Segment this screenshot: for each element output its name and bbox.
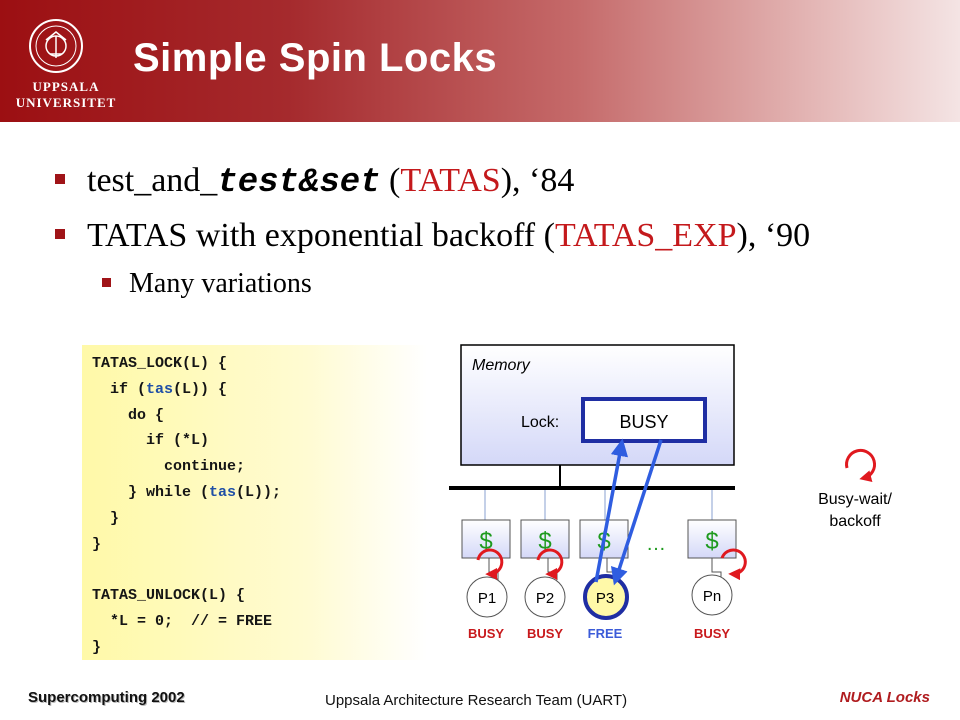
tas-arrow-up xyxy=(594,438,629,583)
bullet-variations-text: Many variations xyxy=(129,268,312,299)
bullet-tatas-text: test_and_ xyxy=(87,162,218,199)
bus-connectors xyxy=(484,490,713,520)
spin-loop-icon xyxy=(536,548,564,580)
bullet-tatas-exp-acronym: TATAS_EXP xyxy=(554,217,737,254)
cache-p1: $ xyxy=(461,519,511,559)
processor-label: P1 xyxy=(478,590,496,607)
spin-loop-icon xyxy=(720,548,747,581)
legend-busy-wait: Busy-wait/ backoff xyxy=(818,449,892,530)
processor-pn: Pn xyxy=(691,574,733,616)
code-line: } xyxy=(92,535,102,553)
legend-label-line1: Busy-wait/ xyxy=(818,491,892,508)
code-line: TATAS_LOCK(L) { xyxy=(92,355,228,372)
code-listing: TATAS_LOCK(L) { if (tas(L)) { do { if (*… xyxy=(82,345,427,660)
code-line: if (*L) xyxy=(92,432,210,450)
bullet-variations: Many variations xyxy=(102,268,312,300)
bullet-tatas-exp-text: TATAS with exponential backoff ( xyxy=(87,217,555,254)
bullet-square-icon xyxy=(55,229,65,240)
busy-wait-loop-icon xyxy=(845,449,877,483)
bullet-square-icon xyxy=(55,174,65,185)
bullet-tatas-code: test&set xyxy=(217,164,381,202)
bullet-tatas-acronym: TATAS xyxy=(400,162,501,199)
cache-symbol: $ xyxy=(538,528,551,555)
processor-p3: P3 xyxy=(583,574,629,620)
code-line: TATAS_UNLOCK(L) { xyxy=(92,587,246,605)
bullet-tatas: test_and_test&set (TATAS), ‘84 xyxy=(55,162,574,202)
cache-symbol: $ xyxy=(705,528,718,555)
spin-loop-icon xyxy=(476,548,504,580)
logo-line1: UPPSALA xyxy=(32,79,100,94)
legend-label-line2: backoff xyxy=(829,513,881,530)
title-bar: UPPSALA UNIVERSITET Simple Spin Locks xyxy=(0,0,960,122)
spin-arrows xyxy=(476,548,747,581)
code-line: continue; xyxy=(92,458,246,476)
code-text: TATAS_LOCK(L) { if (tas(L)) { do { if (*… xyxy=(92,351,281,661)
footer-team: Uppsala Architecture Research Team (UART… xyxy=(325,692,628,709)
processor-label: P2 xyxy=(536,590,554,607)
footer-conference: Supercomputing 2002 xyxy=(28,689,185,706)
tas-arrow-down xyxy=(610,439,663,586)
processor-state-p1: BUSY xyxy=(468,626,504,641)
ellipsis: … xyxy=(646,533,666,555)
code-line: do { xyxy=(92,406,165,424)
processor-p2: P2 xyxy=(524,576,566,618)
bullet-tatas-exp-year: ), ‘90 xyxy=(736,217,811,254)
cache-symbol: $ xyxy=(479,528,492,555)
bullet-square-icon xyxy=(102,278,111,288)
logo-line2: UNIVERSITET xyxy=(15,95,117,110)
code-line: if (tas(L)) { xyxy=(92,380,228,398)
university-seal-icon xyxy=(29,19,83,73)
processor-state-p3: FREE xyxy=(588,626,623,641)
bullet-tatas-exp: TATAS with exponential backoff (TATAS_EX… xyxy=(55,217,810,255)
code-line: } xyxy=(92,509,120,527)
bullet-tatas-open: ( xyxy=(380,162,401,199)
code-line: } while (tas(L)); xyxy=(92,483,282,501)
footer-topic: NUCA Locks xyxy=(839,689,930,706)
slide-title: Simple Spin Locks xyxy=(133,36,498,80)
lock-value: BUSY xyxy=(619,412,668,432)
processor-state-pn: BUSY xyxy=(694,626,730,641)
code-line: *L = 0; // = FREE xyxy=(92,612,273,630)
bullet-tatas-year: ), ‘84 xyxy=(500,162,575,199)
processor-label: P3 xyxy=(596,590,614,607)
code-line: } xyxy=(92,638,102,656)
lock-label: Lock: xyxy=(521,414,559,431)
memory-label: Memory xyxy=(472,357,531,374)
processor-state-p2: BUSY xyxy=(527,626,563,641)
processor-p1: P1 xyxy=(466,576,508,618)
lock-value-box xyxy=(581,397,707,443)
processor-label: Pn xyxy=(703,588,721,605)
